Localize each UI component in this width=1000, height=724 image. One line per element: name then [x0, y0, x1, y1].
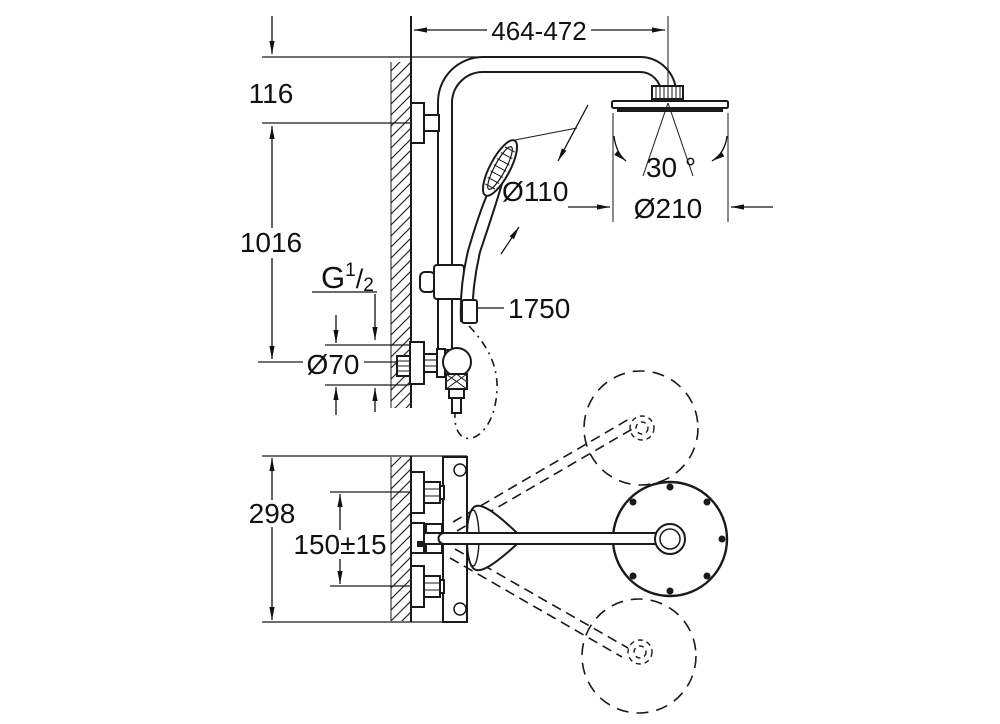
wall-section-lower	[390, 456, 412, 622]
screw-boss-top	[453, 463, 467, 477]
label-valve-height: 298	[249, 498, 296, 529]
dimension-rail-height: 1016	[240, 126, 302, 359]
escutcheon	[409, 341, 425, 385]
thread-letter: G	[321, 260, 345, 295]
dimension-wall-to-arm: 116	[249, 16, 294, 109]
hand-shower	[459, 139, 519, 324]
head-hub	[654, 523, 686, 555]
label-top-width: 464-472	[491, 16, 586, 46]
head-shower-disc	[611, 100, 729, 109]
screw-boss-bottom	[453, 602, 467, 616]
spray-nozzles	[629, 483, 726, 595]
hose-outlet	[445, 373, 468, 414]
label-wall-to-arm: 116	[249, 78, 294, 109]
front-elevation-view: 464-472 116 1016 G1/2 Ø70	[240, 16, 773, 440]
shower-arm-plan	[437, 532, 665, 545]
temperature-knob	[442, 347, 472, 377]
label-swivel-angle: 30 °	[646, 152, 696, 183]
supply-connection	[396, 355, 411, 377]
dimension-escutcheon: Ø70	[307, 315, 409, 415]
dimension-valve-height: 298	[249, 455, 467, 623]
thermostat-valve-front	[396, 341, 472, 414]
label-escutcheon-diameter: Ø70	[307, 349, 360, 380]
thread-denominator: 2	[363, 275, 374, 296]
swivel-angle-indicator	[613, 102, 728, 177]
hand-shower-face	[481, 139, 519, 197]
dimension-hose-length: 1750	[478, 293, 570, 324]
label-hose-length: 1750	[508, 293, 570, 324]
label-thread: G1/2	[321, 260, 374, 296]
hand-shower-hose-connector	[461, 299, 478, 324]
label-head-diameter: Ø210	[634, 193, 703, 224]
thread-slash: /	[356, 264, 364, 294]
pivot-clamp-bottom	[425, 543, 443, 554]
thread-numerator: 1	[345, 260, 356, 281]
label-rail-height: 1016	[240, 227, 302, 258]
shower-hose	[454, 325, 498, 440]
dimension-hand-diameter: Ø110	[500, 104, 589, 255]
label-supply-spacing: 150±15	[293, 529, 386, 560]
union-nut	[423, 353, 438, 373]
plan-view: 298 150±15	[249, 370, 729, 714]
supply-fitting-bottom	[410, 565, 445, 608]
dimension-supply-spacing: 150±15	[293, 491, 410, 587]
wall-bracket	[410, 102, 440, 144]
outlet-union-plate	[410, 522, 425, 554]
dimension-thread: G1/2	[312, 260, 378, 412]
dimension-top-width: 464-472	[410, 16, 669, 98]
hand-shower-holder	[419, 264, 465, 300]
supply-fitting-top	[410, 471, 445, 514]
wall-section-upper	[390, 16, 412, 408]
dimension-head-diameter: Ø210	[568, 113, 773, 224]
pivot-clamp-top	[425, 523, 443, 534]
label-hand-diameter: Ø110	[502, 176, 568, 207]
pivot-screw	[417, 541, 423, 547]
